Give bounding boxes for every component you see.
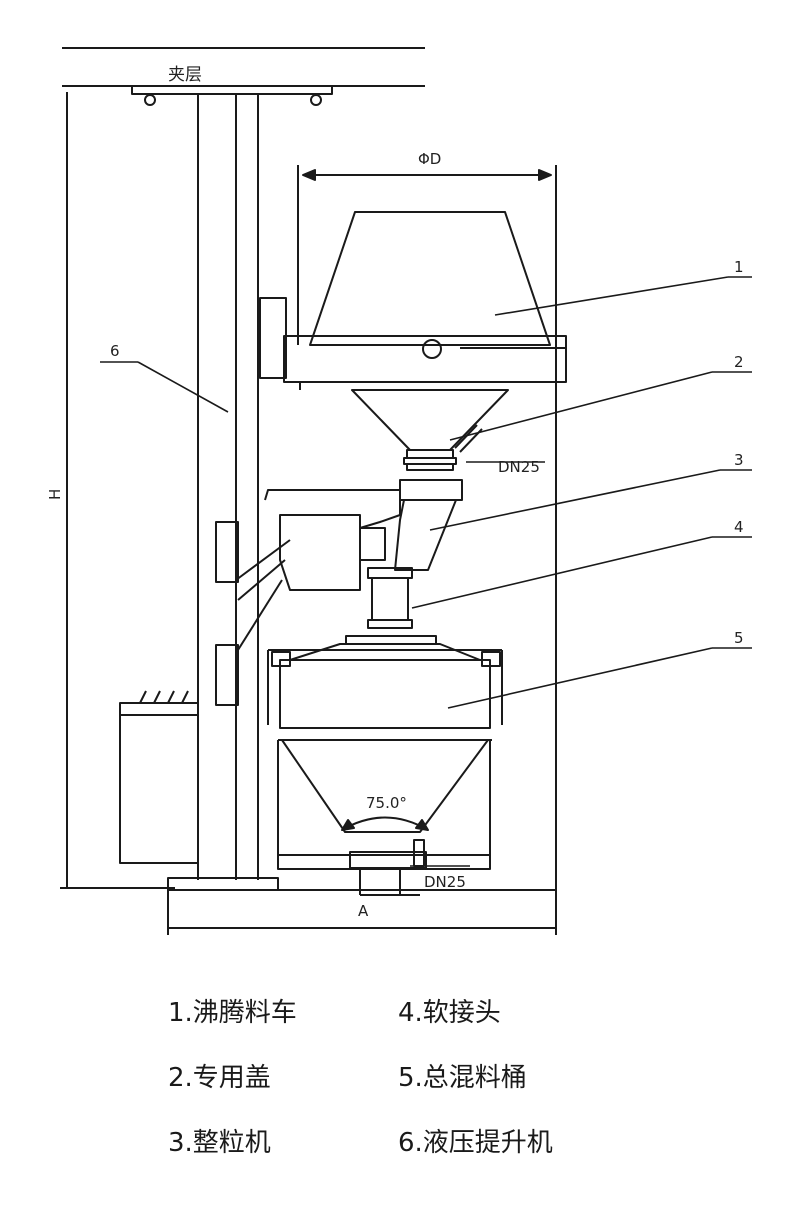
lift-column xyxy=(197,94,259,880)
callout-2: 2 xyxy=(734,353,744,371)
callout-1: 1 xyxy=(734,258,744,276)
angle-label: 75.0° xyxy=(366,794,407,812)
dn-upper-label: DN25 xyxy=(498,458,540,476)
legend-item: 1.沸腾料车 xyxy=(168,998,297,1028)
legend-item: 2.专用盖 xyxy=(168,1063,271,1093)
callout-5: 5 xyxy=(734,629,744,647)
legend-item: 4.软接头 xyxy=(398,998,501,1028)
dn-lower-label: DN25 xyxy=(424,873,466,891)
fluid-bed-cart xyxy=(259,211,567,390)
mezzanine-ceiling xyxy=(62,47,425,106)
callout-4: 4 xyxy=(734,518,744,536)
diameter-dimension xyxy=(297,165,557,935)
hydraulic-box xyxy=(119,690,199,864)
equipment-diagram: 夹层 ΦD H A DN25 DN25 75.0° 1 2 3 4 5 6 xyxy=(46,47,752,935)
legend-item: 5.总混料桶 xyxy=(398,1063,527,1093)
callout-6: 6 xyxy=(110,342,120,360)
legend-item: 6.液压提升机 xyxy=(398,1128,553,1158)
height-dimension xyxy=(60,92,175,889)
blending-bin xyxy=(267,643,503,870)
angle-indicator xyxy=(341,816,429,831)
diameter-label: ΦD xyxy=(418,150,441,168)
leader-lines xyxy=(100,276,752,867)
legend-item: 3.整粒机 xyxy=(168,1128,271,1158)
granulator xyxy=(215,479,463,706)
base-plate xyxy=(167,877,556,935)
width-label: A xyxy=(358,902,369,920)
mezzanine-label: 夹层 xyxy=(168,65,202,85)
special-lid-hopper xyxy=(351,389,509,471)
height-label: H xyxy=(46,489,64,500)
callout-3: 3 xyxy=(734,451,744,469)
